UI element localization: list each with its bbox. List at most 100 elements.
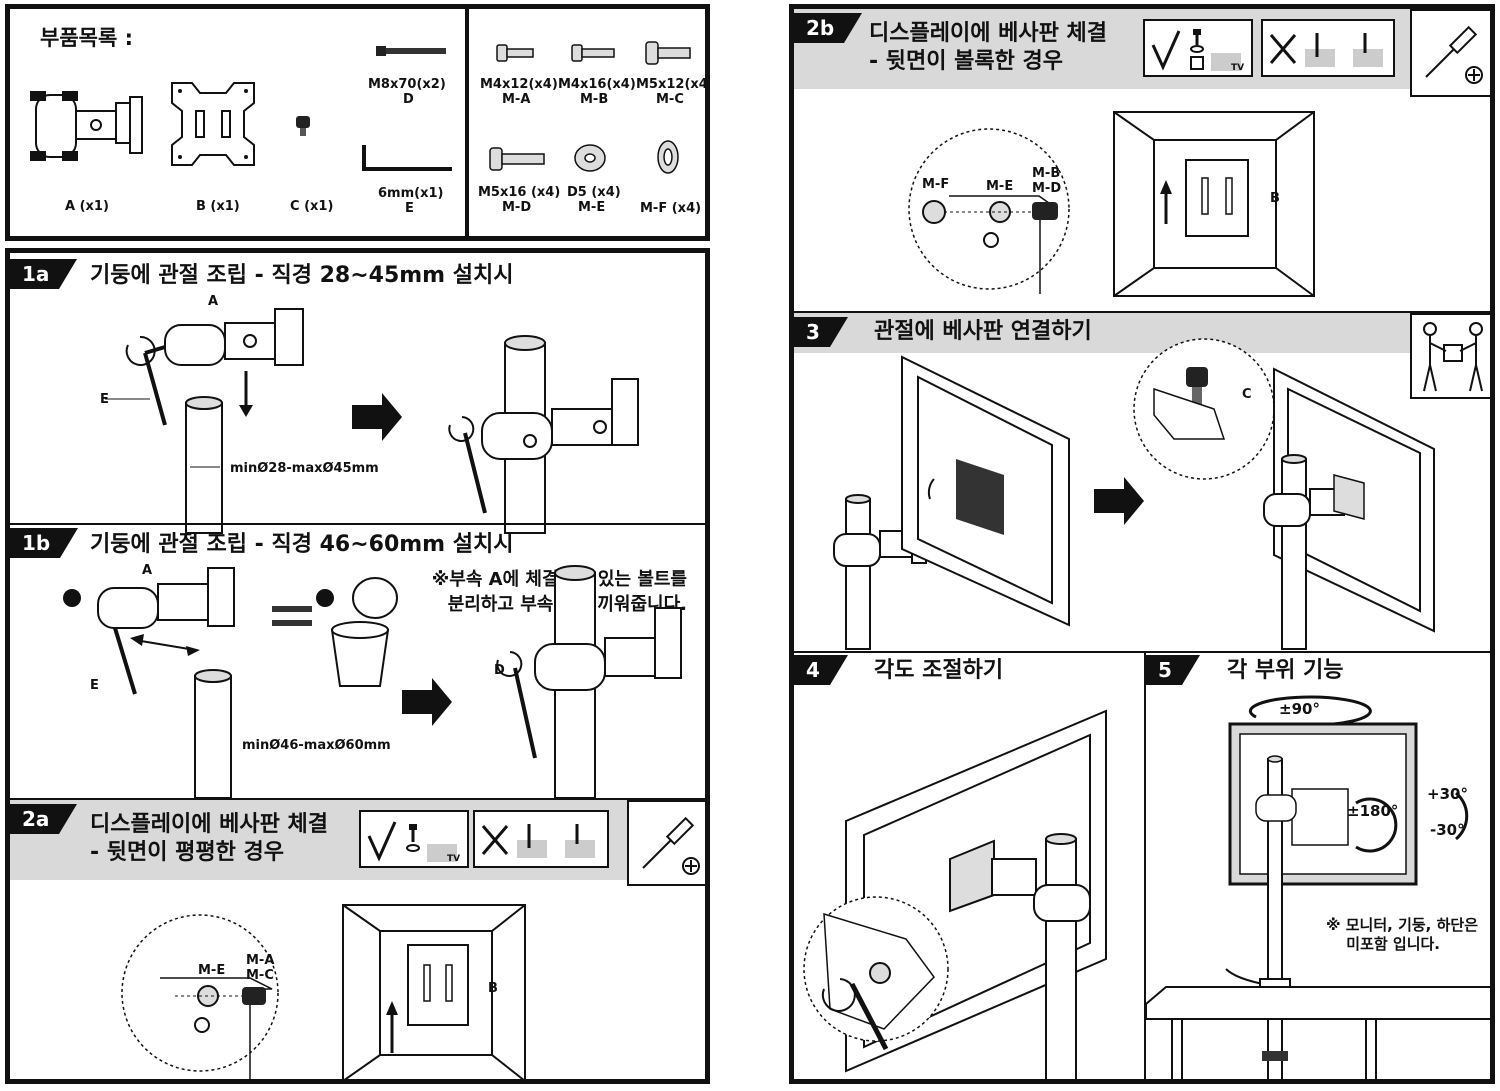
step-2a-label-mc: M-C [246, 968, 274, 983]
step-4-illustration [803, 709, 1107, 1079]
step-1a-label-e: E [100, 392, 109, 407]
screw-md-icon [489, 147, 545, 171]
screw-md-label: M5x16 (x4) [478, 185, 561, 200]
step-1a-diameter: minØ28-maxØ45mm [230, 461, 379, 476]
step-5-title: 각 부위 기능 [1227, 658, 1344, 683]
step-5-bar [1146, 653, 1490, 685]
screw-md-code: M-D [502, 200, 532, 215]
screw-ma-code: M-A [502, 92, 531, 107]
divider-3-4 [794, 651, 1490, 653]
part-d-bolt-icon [376, 46, 446, 56]
spacer-mf-label: M-F (x4) [640, 201, 702, 216]
screw-ma-label: M4x12(x4) [480, 77, 558, 92]
divider-1b-2a [10, 798, 705, 800]
step-3-illustration [833, 338, 1435, 650]
part-c-label: C (x1) [290, 199, 334, 214]
step-5-tilt-up-label: +30° [1427, 785, 1468, 803]
part-a-label: A (x1) [65, 199, 109, 214]
step-2b-correct-box: TV [1143, 19, 1253, 77]
two-people-icon [1423, 322, 1483, 392]
step-2a-tool-box [627, 800, 705, 886]
step-2a-title-line2: - 뒷면이 평평한 경우 [90, 840, 285, 865]
screw-ma-icon [496, 44, 534, 62]
step-2a-tag: 2a [10, 804, 79, 834]
divider-4-5 [1144, 651, 1146, 1079]
screw-mb-icon [571, 44, 615, 62]
screw-mc-code: M-C [656, 92, 684, 107]
step-3-bar [794, 313, 1410, 353]
parts-divider [465, 9, 469, 236]
step-4-tag: 4 [794, 655, 848, 685]
step-2b-title-line1: 디스플레이에 베사판 체결 [869, 21, 1107, 46]
step-1b-diameter: minØ46-maxØ60mm [242, 738, 391, 753]
step-2a-correct-box: TV [359, 810, 469, 868]
part-e-hex-key-icon [362, 145, 452, 171]
step-1b-illustration [63, 565, 682, 799]
step-2b-tv-label-correct: TV [1231, 63, 1245, 73]
part-e-code: E [405, 201, 414, 216]
divider-1a-1b [10, 523, 705, 525]
step-2b-tag: 2b [794, 13, 863, 43]
screw-mb-code: M-B [580, 92, 609, 107]
divider-2b-3 [794, 311, 1490, 313]
screw-mc-label: M5x12(x4) [636, 77, 710, 92]
step-2a-tv-label-correct: TV [447, 854, 461, 864]
step-3-tag: 3 [794, 317, 848, 347]
part-b-vesa-plate-icon [171, 82, 255, 166]
checkmark-icon [367, 821, 457, 862]
checkmark-icon [1151, 29, 1241, 71]
part-c-knob-icon [296, 116, 310, 136]
washer-me-icon [574, 144, 606, 172]
step-2b-label-me: M-E [986, 179, 1014, 194]
part-d-code: D [403, 92, 414, 107]
cross-icon [481, 824, 595, 858]
parts-list-panel: 부품목록 : A (x1) B (x1) C (x1) M8x70(x2) D … [5, 4, 710, 241]
step-5-note-line2: 미포함 입니다. [1346, 935, 1440, 953]
step-5-tilt-down-label: -30° [1430, 821, 1465, 839]
step-2b-label-mb: M-B [1032, 166, 1061, 181]
step-3-label-c: C [1242, 387, 1252, 402]
step-2b-title-line2: - 뒷면이 볼록한 경우 [869, 49, 1064, 74]
part-a-clamp-icon [30, 91, 143, 161]
screw-mc-icon [645, 41, 691, 65]
step-1a-illustration [105, 308, 639, 534]
step-5-illustration [1145, 695, 1490, 1079]
step-1b-tag: 1b [10, 528, 79, 558]
step-2b-label-b: B [1270, 191, 1280, 206]
step-2b-label-md: M-D [1032, 181, 1062, 196]
step-2b-label-mf: M-F [922, 177, 950, 192]
step-1b-title: 기둥에 관절 조립 - 직경 46~60mm 설치시 [90, 532, 514, 557]
washer-me-label: D5 (x4) [567, 185, 621, 200]
spacer-mf-icon [657, 140, 679, 174]
part-b-label: B (x1) [196, 199, 240, 214]
step-1a-tag: 1a [10, 259, 79, 289]
step-2b-wrong-box [1261, 19, 1395, 77]
right-steps-panel: 2b 디스플레이에 베사판 체결 - 뒷면이 볼록한 경우 TV [789, 4, 1495, 1084]
step-2a-label-ma: M-A [246, 953, 275, 968]
step-2a-label-b: B [488, 981, 498, 996]
step-2b-tool-box [1410, 9, 1490, 97]
step-5-swivel-label: ±90° [1279, 700, 1320, 718]
step-5-note-line1: ※ 모니터, 기둥, 하단은 [1325, 916, 1478, 934]
step-1a-bar [10, 253, 705, 285]
cross-icon [1269, 33, 1383, 67]
step-5-tag: 5 [1146, 655, 1200, 685]
part-d-label: M8x70(x2) [368, 77, 446, 92]
step-1b-label-a: A [142, 563, 153, 578]
step-1a-label-a: A [208, 294, 219, 309]
screwdriver-icon [642, 816, 700, 875]
step-5-rotate-label: ±180° [1347, 802, 1399, 820]
step-2a-title-line1: 디스플레이에 베사판 체결 [90, 812, 328, 837]
left-steps-panel: 1a 기둥에 관절 조립 - 직경 28~45mm 설치시 A E minØ28… [5, 248, 710, 1084]
part-e-label: 6mm(x1) [378, 186, 444, 201]
parts-heading: 부품목록 : [40, 26, 133, 50]
screw-mb-label: M4x16(x4) [558, 77, 636, 92]
step-1b-label-d: D [494, 663, 505, 678]
step-4-title: 각도 조절하기 [874, 658, 1004, 683]
step-2a-label-me: M-E [198, 963, 226, 978]
step-2a-illustration [121, 904, 526, 1079]
step-2b-illustration [908, 111, 1315, 297]
step-3-two-people-box [1410, 313, 1490, 399]
step-4-bar [794, 653, 1144, 685]
step-3-title: 관절에 베사판 연결하기 [874, 319, 1092, 344]
